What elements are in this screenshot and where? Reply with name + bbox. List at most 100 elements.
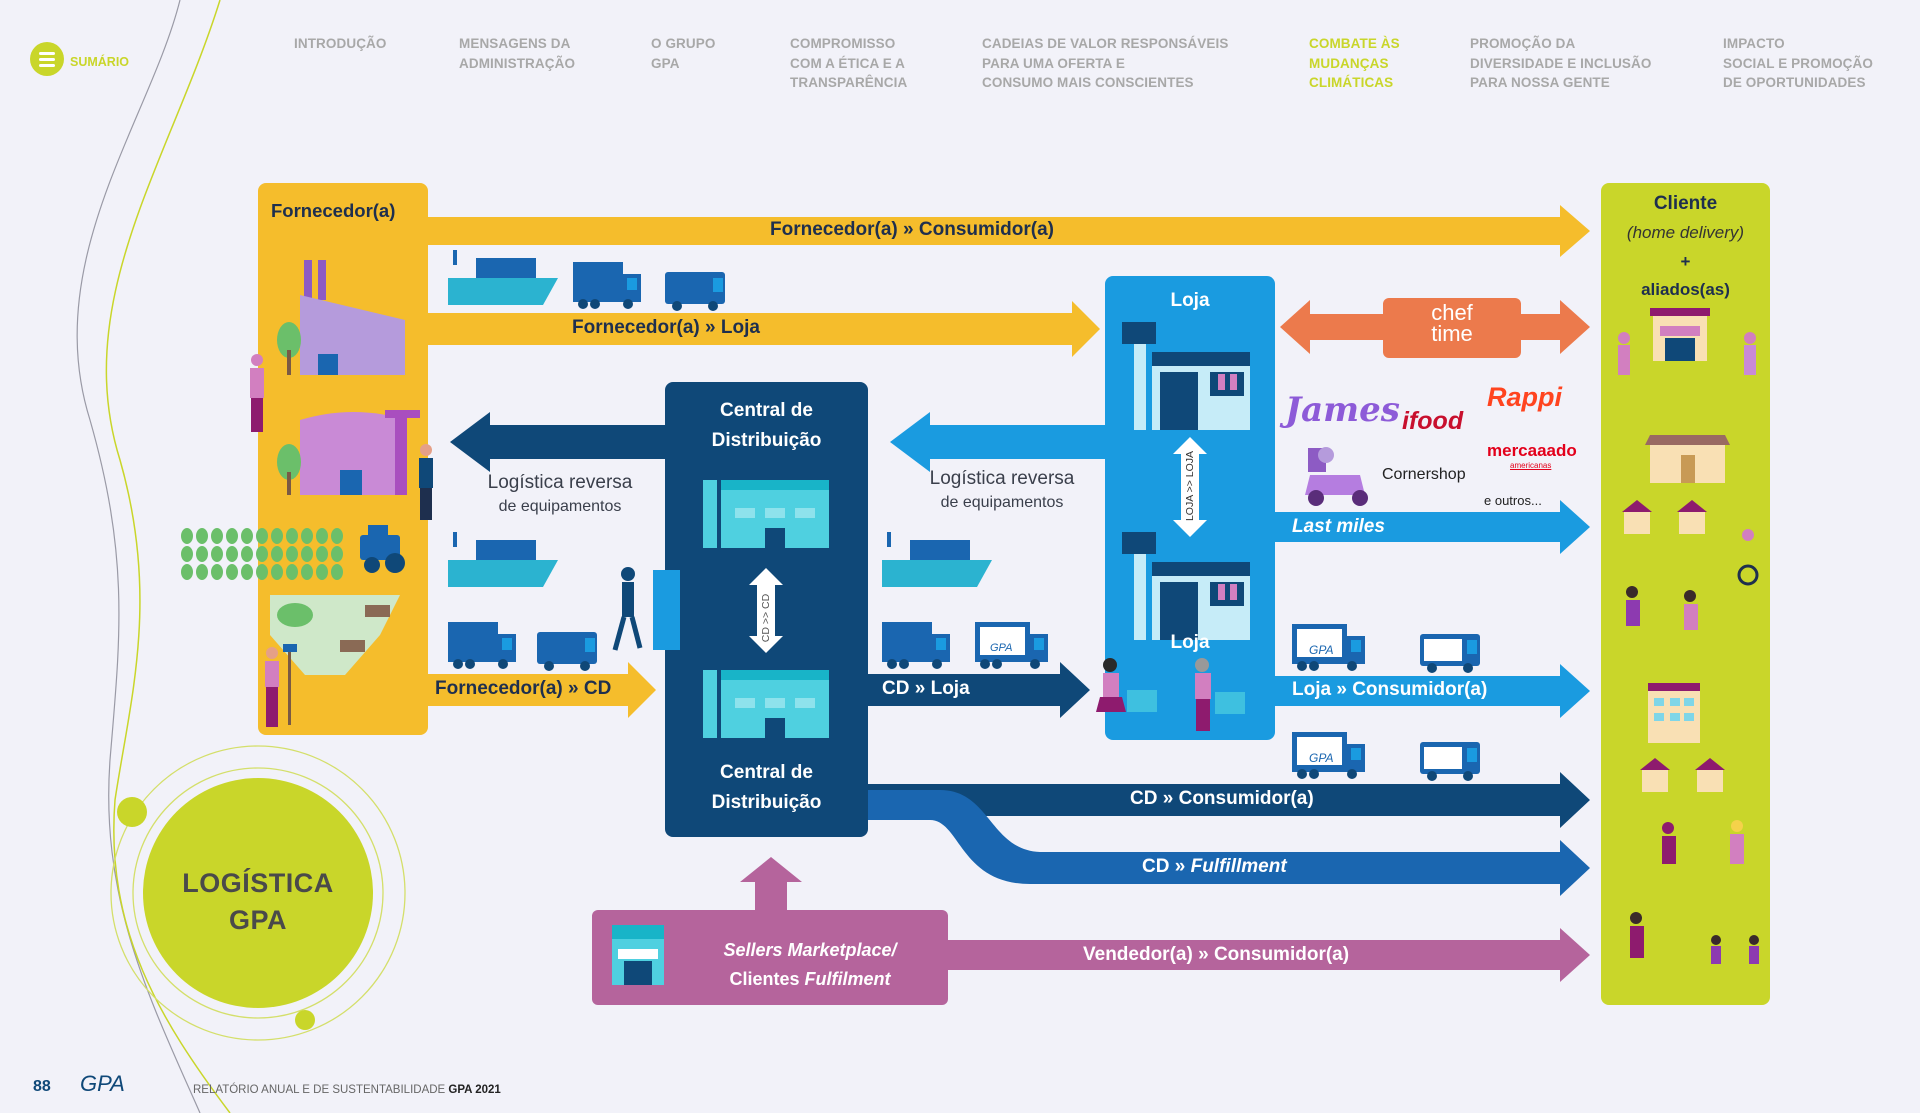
hamburger-icon [39, 52, 55, 55]
store-transfer-arrow [1173, 437, 1207, 537]
arrow-vendedor-consumidor [945, 928, 1590, 982]
double-chevron-icon: » [705, 317, 716, 338]
double-chevron-icon: » [1198, 944, 1209, 965]
double-chevron-icon: » [914, 678, 926, 699]
gpa-truck-icon-3 [1292, 732, 1365, 779]
truck-icon-2 [448, 622, 516, 669]
reverse-logistics-right: Logística reversa de equipamentos [912, 468, 1092, 512]
circle-dot-1 [117, 797, 147, 827]
flow-to: Consumidor(a) [1352, 679, 1488, 700]
nav-promocao-diversidade[interactable]: PROMOÇÃO DA DIVERSIDADE E INCLUSÃO PARA … [1470, 36, 1652, 90]
gpa-logo: GPA [80, 1071, 125, 1096]
flow-label-cd-consumidor: CD » Consumidor(a) [1130, 788, 1314, 810]
gpa-truck-icon-1 [975, 622, 1048, 669]
ifood-logo: ifood [1402, 407, 1464, 435]
circle-dot-2 [295, 1010, 315, 1030]
nav-impacto-social[interactable]: IMPACTO SOCIAL E PROMOÇÃO DE OPORTUNIDAD… [1723, 36, 1873, 90]
flow-label-fornecedor-consumidor: Fornecedor(a) » Consumidor(a) [770, 219, 1054, 241]
nav-compromisso[interactable]: COMPROMISSO COM A ÉTICA E A TRANSPARÊNCI… [790, 36, 908, 90]
logistica-circle [143, 778, 373, 1008]
menu-button[interactable] [30, 42, 64, 76]
hamburger-icon-line [39, 58, 55, 61]
sellers-label: Sellers Marketplace/ Clientes Fulfilment [680, 936, 940, 994]
report-title: RELATÓRIO ANUAL E DE SUSTENTABILIDADE GP… [193, 1084, 501, 1096]
arrow-cd-loja [868, 662, 1090, 718]
store-bottom-title: Loja [1170, 632, 1210, 653]
report-title-text: RELATÓRIO ANUAL E DE SUSTENTABILIDADE [193, 1084, 449, 1096]
menu-label[interactable]: SUMÁRIO [70, 55, 130, 69]
client-allies: aliados(as) [1641, 280, 1730, 299]
van-icon-2 [537, 632, 597, 671]
chef-time-logo: chef time [1383, 302, 1521, 346]
double-chevron-icon: » [1174, 856, 1186, 877]
seller-shop-icon [612, 925, 664, 985]
flow-to: Fulfillment [1190, 856, 1287, 877]
delivery-scooter-icon [1305, 447, 1368, 506]
americanas-logo: americanas [1510, 461, 1552, 470]
chef-time-line2: time [1431, 321, 1473, 346]
nav-mensagens[interactable]: MENSAGENS DA ADMINISTRAÇÃO [459, 36, 576, 71]
circle-ring-inner [132, 767, 384, 1019]
double-chevron-icon: » [568, 678, 579, 699]
dc-building-icon-top [703, 480, 829, 548]
dc-bottom-title: Central de Distribuição [711, 762, 822, 813]
arrow-cd-fulfillment [868, 790, 1590, 896]
double-chevron-icon: » [1162, 788, 1174, 809]
nav-combate-mudancas[interactable]: COMBATE ÀS MUDANÇAS CLIMÁTICAS [1309, 36, 1400, 90]
client-plus: + [1680, 252, 1691, 271]
gpa-truck-brand: GPA [990, 642, 1013, 654]
store-transfer-label: LOJA >> LOJA [1184, 450, 1196, 522]
flow-from: Loja [1292, 679, 1332, 700]
store-building-icon-bottom [1122, 532, 1250, 640]
supplier-title: Fornecedor(a) [271, 200, 396, 221]
gpa-truck-icon-2 [1292, 624, 1365, 671]
client-header: Cliente (home delivery) + aliados(as) [1601, 190, 1770, 304]
store-shopper-icons [1096, 658, 1245, 731]
circle-ring-outer [110, 745, 406, 1041]
nav-o-grupo[interactable]: O GRUPO GPA [651, 36, 716, 71]
warehouse-icon [277, 410, 420, 495]
gpa-truck-brand: GPA [1309, 643, 1334, 657]
gpa-van-icon-1 [1420, 634, 1480, 673]
client-building-icon [1648, 683, 1700, 743]
dc-building-icon-bottom [703, 670, 829, 738]
client-school-icon [1645, 435, 1730, 483]
arrow-last-miles [1275, 500, 1590, 554]
flow-to: Loja [720, 317, 760, 338]
double-chevron-icon: » [1336, 679, 1347, 700]
dc-top-title: Central de Distribuição [711, 400, 822, 451]
flow-label-fornecedor-loja: Fornecedor(a) » Loja [572, 317, 760, 339]
nav-cadeias-de-valor[interactable]: CADEIAS DE VALOR RESPONSÁVEIS PARA UMA O… [982, 36, 1229, 90]
circle-line2: GPA [228, 905, 287, 935]
gpa-van-icon-2 [1420, 742, 1480, 781]
supplier-people-icons [250, 354, 433, 727]
flow-label-fornecedor-cd: Fornecedor(a) » CD [435, 678, 611, 700]
e-outros-label: e outros... [1484, 493, 1542, 508]
flow-from: Fornecedor(a) [572, 317, 700, 338]
reverse-line2: de equipamentos [498, 498, 622, 515]
reverse-line1: Logística reversa [487, 472, 633, 493]
sellers-line2a: Clientes [729, 969, 805, 989]
arrow-sellers-up [740, 857, 802, 912]
flow-label-loja-consumidor: Loja » Consumidor(a) [1292, 679, 1487, 701]
flow-from: CD [1142, 856, 1170, 877]
arrow-fornecedor-consumidor [420, 205, 1590, 257]
client-subtitle: (home delivery) [1626, 223, 1745, 242]
nav-introducao[interactable]: INTRODUÇÃO [294, 36, 387, 51]
store-building-icon-top [1122, 322, 1250, 430]
flow-label-last-miles: Last miles [1292, 516, 1385, 537]
mercaaado-logo: mercaaado [1487, 441, 1577, 460]
truck-icon-1 [573, 262, 641, 309]
reverse-logistics-left: Logística reversa de equipamentos [470, 472, 650, 516]
page-number: 88 [33, 1078, 51, 1095]
gpa-truck-brand: GPA [1309, 751, 1334, 765]
arrow-loja-consumidor [1275, 664, 1590, 718]
flow-to: Consumidor(a) [918, 219, 1054, 240]
factory-icon [277, 260, 405, 375]
sellers-line1: Sellers Marketplace/ [723, 940, 897, 960]
client-houses-icon-1 [1622, 500, 1707, 534]
double-chevron-icon: » [903, 219, 914, 240]
flow-from: CD [882, 678, 910, 699]
flow-from: CD [1130, 788, 1158, 809]
logistica-gpa-title: LOGÍSTICA GPA [143, 865, 373, 939]
